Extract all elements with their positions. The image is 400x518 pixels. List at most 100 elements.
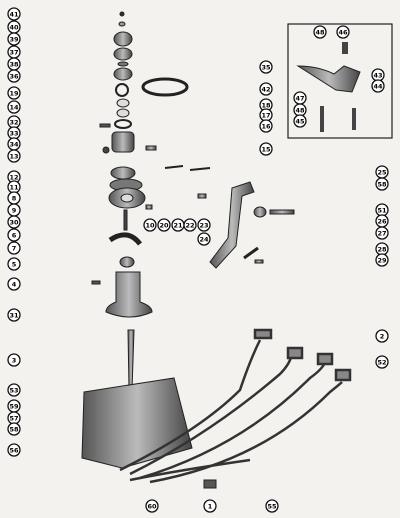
inset-callout-circle (371, 79, 385, 93)
inset-callout-label: 45 (295, 118, 305, 126)
callout-label: 38 (9, 61, 19, 69)
plug-boot-2 (286, 346, 304, 360)
part-10-clip (145, 204, 153, 210)
callout-label: 52 (377, 359, 386, 367)
callout-label: 58 (377, 181, 387, 189)
part-31-screw (91, 280, 101, 285)
callout-label: 7 (12, 245, 17, 253)
callout-label: 3 (12, 357, 17, 365)
callout-label: 17 (261, 112, 270, 120)
callout-label: 42 (261, 86, 270, 94)
part-30-screw (254, 259, 264, 264)
callout-circle (7, 308, 21, 322)
inset-callout-label: 46 (338, 29, 348, 37)
lead-4 (149, 381, 343, 484)
callout-circle (183, 218, 197, 232)
callout-label: 55 (267, 503, 277, 511)
inset-bolt-2 (352, 108, 356, 130)
callout-circle (375, 355, 389, 369)
callout-label: 31 (9, 312, 19, 320)
inset-detail (287, 23, 393, 139)
callout-label: 8 (12, 195, 17, 203)
callout-circle (7, 277, 21, 291)
callout-label: 23 (199, 222, 208, 230)
callout-circle (7, 86, 21, 100)
inset-frame (287, 23, 393, 139)
callout-label: 60 (147, 503, 157, 511)
part-37-gear (113, 47, 133, 61)
spark-plug-leads (119, 328, 352, 484)
lead-5 (129, 458, 251, 482)
part-16-ring (114, 119, 132, 129)
callout-circle (7, 257, 21, 271)
callout-circle (7, 353, 21, 367)
callout-label: 53 (9, 387, 18, 395)
callout-label: 30 (9, 219, 19, 227)
plug-boot-1 (253, 328, 273, 340)
part-1-block (81, 377, 193, 469)
callout-label: 24 (199, 236, 209, 244)
inset-screw (342, 42, 348, 54)
part-4-coupler (119, 256, 135, 268)
callout-label: 40 (9, 24, 19, 32)
callout-circle (7, 228, 21, 242)
callout-circle (259, 119, 273, 133)
callout-label: 34 (9, 141, 19, 149)
inset-callout-label: 47 (295, 95, 304, 103)
part-40-washer (118, 21, 126, 27)
callout-circle (375, 329, 389, 343)
part-24-clip (197, 193, 207, 199)
callout-circle (7, 7, 21, 21)
callout-circle (7, 383, 21, 397)
callout-label: 13 (9, 153, 18, 161)
callout-circle (143, 218, 157, 232)
plug-boot-3 (316, 352, 334, 366)
inset-callout-circle (293, 114, 307, 128)
callout-label: 20 (159, 222, 169, 230)
part-18-seal (116, 98, 130, 108)
callout-label: 6 (12, 232, 17, 240)
callout-label: 39 (9, 36, 19, 44)
part-36-gear (113, 67, 133, 81)
callout-label: 9 (12, 207, 17, 215)
callout-label: 28 (377, 246, 387, 254)
callout-circle (375, 226, 389, 240)
callout-circle (7, 32, 21, 46)
callout-label: 59 (9, 403, 19, 411)
callout-label: 56 (9, 447, 19, 455)
callout-circle (145, 499, 159, 513)
part-6-pin (123, 209, 128, 231)
callout-circle (7, 215, 21, 229)
callout-label: 25 (377, 169, 387, 177)
callout-circle (7, 149, 21, 163)
callout-label: 26 (377, 218, 387, 226)
part-22-rod (189, 167, 211, 171)
part-35-belt (141, 77, 189, 97)
callout-label: 5 (12, 261, 17, 269)
inset-callout-label: 43 (373, 72, 382, 80)
callout-label: 32 (9, 119, 18, 127)
callout-label: 41 (9, 11, 19, 19)
part-20-rod (164, 165, 184, 169)
callout-label: 58 (9, 426, 19, 434)
callout-label: 27 (377, 230, 386, 238)
lead-1 (119, 339, 262, 472)
callout-label: 4 (12, 281, 17, 289)
part-39-cap (113, 31, 133, 47)
linkage-parts (145, 145, 295, 269)
callout-circle (259, 82, 273, 96)
part-60-fitting (203, 479, 217, 489)
callout-circle (259, 142, 273, 156)
callout-circle (203, 499, 217, 513)
callout-circle (7, 241, 21, 255)
inset-lever (296, 65, 361, 93)
plug-boot-4 (334, 368, 352, 382)
inset-callout-circle (336, 25, 350, 39)
callout-label: 36 (9, 73, 19, 81)
callout-label: 11 (9, 184, 19, 192)
callout-label: 12 (9, 174, 18, 182)
part-25-lever (209, 181, 255, 269)
callout-label: 33 (9, 130, 18, 138)
part-3-housing (105, 271, 153, 318)
